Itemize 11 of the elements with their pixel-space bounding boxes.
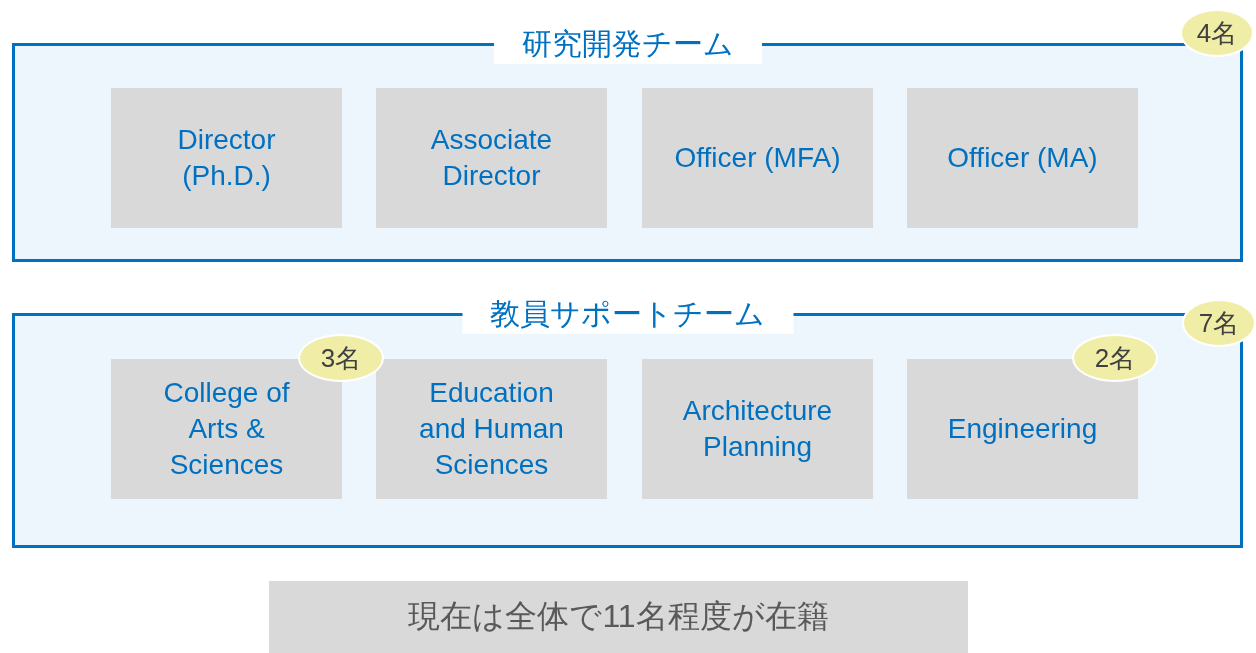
note-box: 現在は全体で11名程度が在籍 — [269, 581, 968, 653]
count-badge: 7名 — [1182, 299, 1256, 347]
role-box: Associate Director — [376, 88, 607, 228]
role-box: Architecture Planning — [642, 359, 873, 499]
count-badge: 4名 — [1180, 9, 1254, 57]
count-badge: 2名 — [1072, 334, 1158, 382]
role-box: Officer (MA) — [907, 88, 1138, 228]
count-badge: 3名 — [298, 334, 384, 382]
role-box: Director (Ph.D.) — [111, 88, 342, 228]
role-box: Education and Human Sciences — [376, 359, 607, 499]
role-box: Officer (MFA) — [642, 88, 873, 228]
